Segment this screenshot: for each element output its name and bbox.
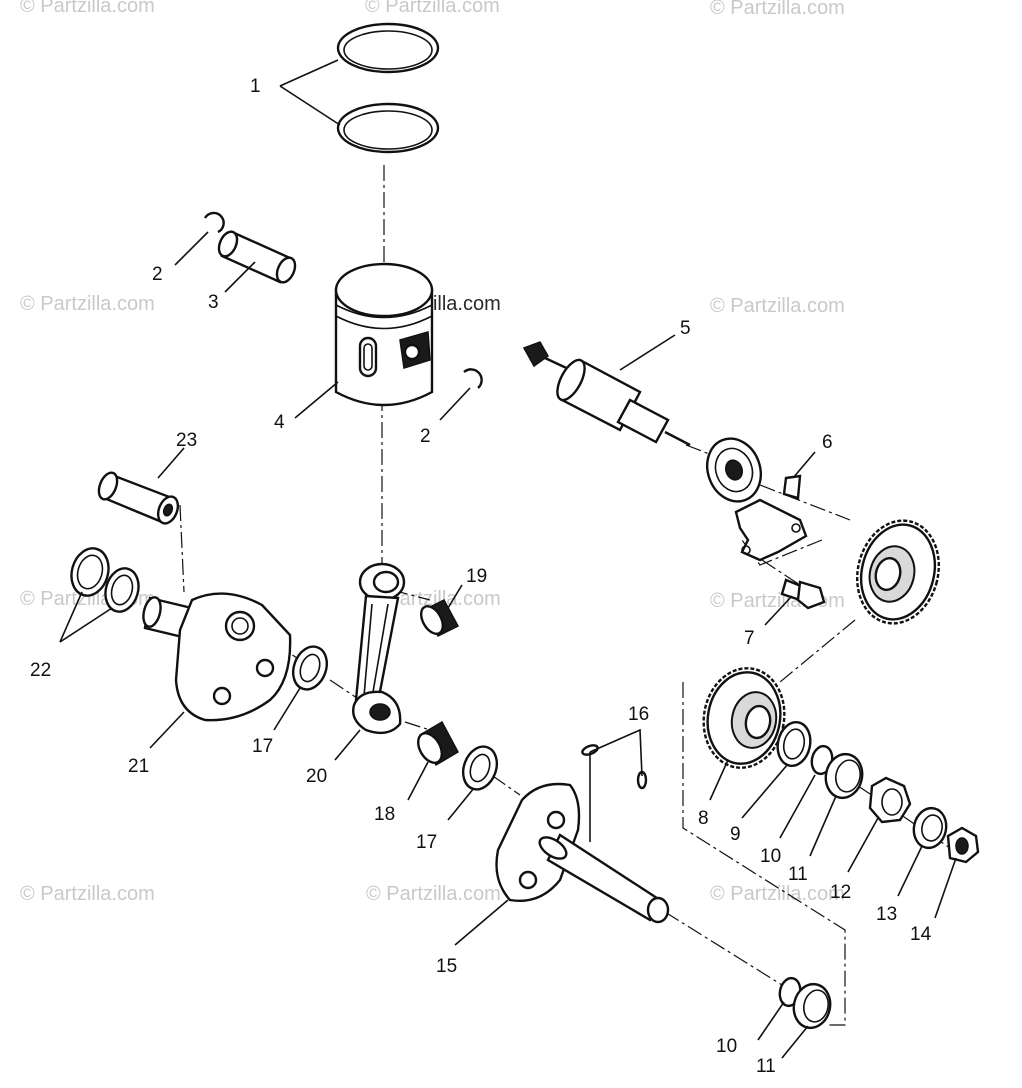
- rod-lower-centerline: [329, 679, 361, 701]
- callout-13: 13: [876, 904, 897, 925]
- lock-washer: [912, 806, 948, 850]
- thrust-washer-upper: [291, 645, 329, 691]
- woodruff-key-upper: [581, 744, 599, 756]
- piston-pin-clip-lower: [463, 368, 483, 389]
- callout-2: 2: [152, 264, 163, 285]
- callout-8: 8: [698, 808, 709, 829]
- callout-9: 9: [730, 824, 741, 845]
- callout-numbers: 1 2 2 3 4 5 6 7 8 9 10 10 11 11 12 13 14…: [30, 76, 932, 1077]
- crankshaft-half-right: [495, 782, 670, 924]
- callout-19: 19: [466, 566, 487, 587]
- callout-2: 2: [420, 426, 431, 447]
- callout-14: 14: [910, 924, 932, 945]
- callout-6: 6: [822, 432, 833, 453]
- leader-lines: [59, 59, 957, 1059]
- callout-11: 11: [756, 1056, 776, 1077]
- retainer-bracket: [734, 474, 808, 562]
- pump-drive-gear: [856, 519, 940, 625]
- crank-pin: [97, 471, 180, 525]
- callout-21: 21: [128, 756, 149, 777]
- connecting-rod: [352, 562, 406, 735]
- watermark: © Partzilla.com: [365, 0, 500, 17]
- pump-centerline: [685, 444, 713, 456]
- shim-bracket-line: [682, 682, 846, 1026]
- callout-22: 22: [30, 660, 51, 681]
- crank-seals: [70, 547, 140, 613]
- crankpin-centerline: [179, 504, 185, 593]
- watermark: © Partzilla.com: [366, 883, 501, 905]
- piston: [334, 262, 434, 407]
- watermark: © Partzilla.com: [710, 295, 845, 317]
- piston-pin: [217, 230, 297, 284]
- shaft-centerline: [664, 911, 791, 991]
- callout-16: 16: [628, 704, 649, 725]
- crankshaft-half-left: [142, 592, 292, 722]
- watermark: © Partzilla.com: [20, 293, 155, 315]
- castle-nut: [868, 776, 912, 824]
- callout-15: 15: [436, 956, 457, 977]
- crank-drive-gear: [702, 667, 786, 769]
- piston-rings: [336, 22, 440, 154]
- lower-bearing-centerline: [404, 721, 431, 731]
- watermark: © Partzilla.com: [20, 883, 155, 905]
- gear-drop-centerline: [779, 619, 856, 683]
- callout-5: 5: [680, 318, 691, 339]
- callout-7: 7: [744, 628, 755, 649]
- watermark: © Partzilla.com: [710, 0, 845, 19]
- callout-11: 11: [788, 864, 808, 885]
- callout-17: 17: [252, 736, 273, 757]
- callout-18: 18: [374, 804, 395, 825]
- shaft-bearing: [706, 437, 762, 503]
- watermark: © Partzilla.com: [710, 883, 845, 905]
- callout-1: 1: [250, 76, 261, 97]
- crankpin-needle-bearing: [417, 720, 459, 767]
- spacer-collar-upper: [824, 752, 864, 800]
- callout-20: 20: [306, 766, 327, 787]
- callout-3: 3: [208, 292, 219, 313]
- callout-10: 10: [760, 846, 781, 867]
- callout-10: 10: [716, 1036, 737, 1057]
- watermarks: © Partzilla.com © Partzilla.com © Partzi…: [20, 0, 845, 905]
- watermark: © Partzilla.com: [20, 0, 155, 17]
- piston-pin-clip-upper: [203, 211, 225, 234]
- callout-23: 23: [176, 430, 197, 451]
- bracket-bolt: [780, 578, 826, 610]
- gear-washer: [776, 721, 812, 767]
- callout-4: 4: [274, 412, 285, 433]
- thrust-washer-lower: [461, 745, 499, 791]
- hex-nut: [946, 826, 980, 864]
- callout-12: 12: [830, 882, 851, 903]
- wrist-pin-needle-bearing: [419, 599, 460, 637]
- gear-centerline: [759, 484, 851, 521]
- callout-17: 17: [416, 832, 437, 853]
- pump-shaft: [522, 341, 691, 447]
- bolt-centerline: [761, 559, 801, 586]
